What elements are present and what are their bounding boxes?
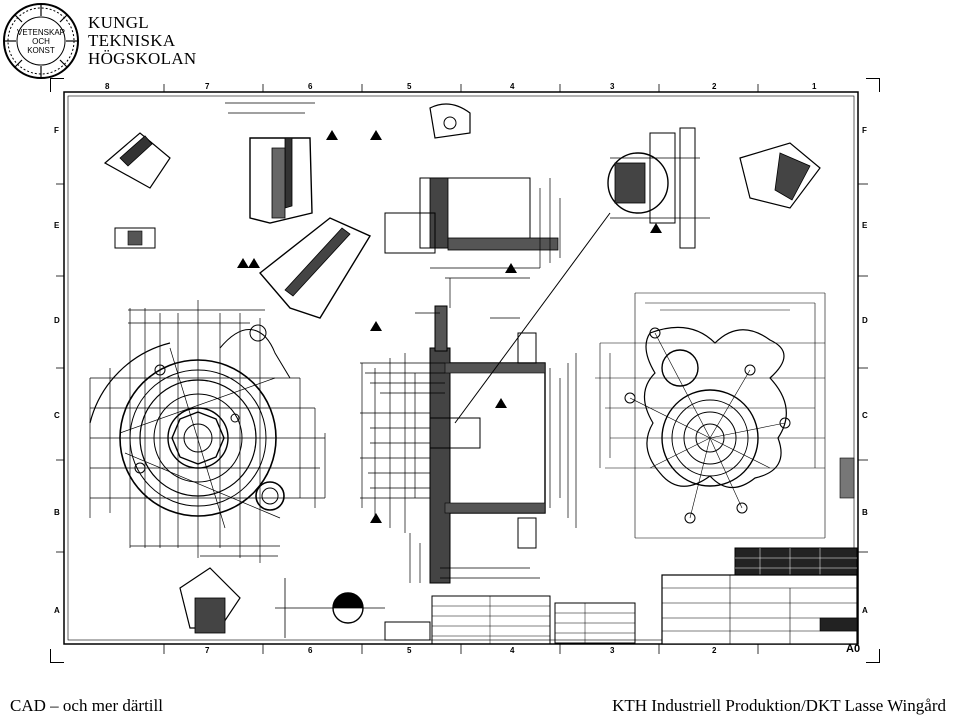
zone-col-6: 6 xyxy=(308,82,313,91)
zone-col-4: 4 xyxy=(510,82,515,91)
zone-col-5: 5 xyxy=(407,82,412,91)
zone-col-7-bottom: 7 xyxy=(205,646,210,655)
footer-left-text: CAD – och mer därtill xyxy=(10,696,163,715)
zone-row-a-right: A xyxy=(862,606,868,615)
zone-col-8: 8 xyxy=(105,82,110,91)
zone-column-labels-bottom: 7 6 5 4 3 2 xyxy=(205,646,717,655)
zone-row-c-right: C xyxy=(862,411,868,420)
sheet-size-label: A0 xyxy=(846,643,861,655)
kth-wordmark: KUNGL TEKNISKA HÖGSKOLAN xyxy=(88,14,196,68)
notes-tables xyxy=(384,595,636,645)
kth-seal-icon: VETENSKAP OCH KONST xyxy=(3,3,79,79)
footer-right-text: KTH Industriell Produktion/DKT Lasse Win… xyxy=(612,696,946,715)
zone-row-d-right: D xyxy=(862,316,868,325)
zone-col-5-bottom: 5 xyxy=(407,646,412,655)
zone-row-f-left: F xyxy=(54,126,59,135)
zone-row-b-left: B xyxy=(54,508,60,517)
zone-row-c-left: C xyxy=(54,411,60,420)
title-block xyxy=(661,457,858,645)
seal-text-2: OCH xyxy=(32,37,50,46)
zone-row-a-left: A xyxy=(54,606,60,615)
seal-text-1: VETENSKAP xyxy=(17,28,65,37)
zone-col-3: 3 xyxy=(610,82,615,91)
zone-col-2: 2 xyxy=(712,82,717,91)
wordmark-line-3: HÖGSKOLAN xyxy=(88,49,197,68)
sheet-inner-border xyxy=(67,95,855,641)
zone-row-b-right: B xyxy=(862,508,868,517)
zone-column-labels: 8 7 6 5 4 3 2 1 xyxy=(105,82,817,91)
front-view-right xyxy=(595,292,826,539)
wordmark-line-1: KUNGL xyxy=(88,13,149,32)
zone-col-6-bottom: 6 xyxy=(308,646,313,655)
detail-views-top xyxy=(103,102,821,319)
zone-col-1: 1 xyxy=(812,82,817,91)
zone-row-f-right: F xyxy=(862,126,867,135)
zone-row-labels-left: F E D C B A xyxy=(54,126,60,615)
seal-text-3: KONST xyxy=(27,46,55,55)
zone-row-labels-right: F E D C B A xyxy=(862,126,868,615)
wordmark-line-2: TEKNISKA xyxy=(88,31,176,50)
section-view-middle xyxy=(360,212,611,584)
detail-views-bottom xyxy=(179,567,385,638)
zone-col-7: 7 xyxy=(205,82,210,91)
zone-row-e-right: E xyxy=(862,221,868,230)
zone-col-4-bottom: 4 xyxy=(510,646,515,655)
cad-drawing: 8 7 6 5 4 3 2 1 7 6 5 4 3 2 F E D C B A … xyxy=(50,78,880,663)
front-view-left xyxy=(89,300,326,563)
zone-col-2-bottom: 2 xyxy=(712,646,717,655)
zone-col-3-bottom: 3 xyxy=(610,646,615,655)
zone-row-d-left: D xyxy=(54,316,60,325)
kth-logo: VETENSKAP OCH KONST KUNGL TEKNISKA HÖGSK… xyxy=(2,2,196,82)
zone-ticks xyxy=(56,84,868,654)
zone-row-e-left: E xyxy=(54,221,60,230)
